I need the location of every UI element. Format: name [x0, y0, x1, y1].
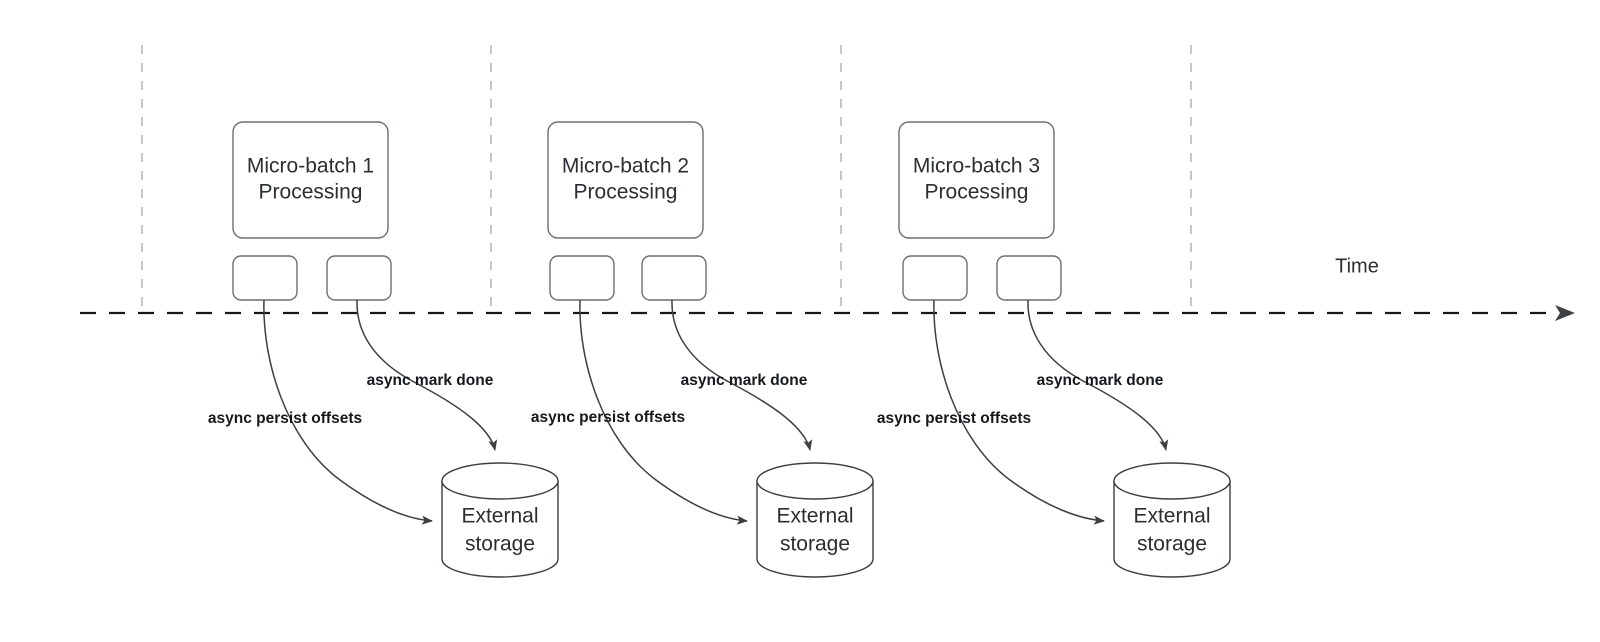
storage-label-line2: storage	[1137, 533, 1207, 556]
edge-async-persist-offsets	[579, 299, 748, 525]
task-box-mark-done[interactable]	[641, 255, 707, 301]
edge-async-persist-offsets	[263, 299, 433, 525]
storage-label-line2: storage	[465, 533, 535, 556]
micro-batch-label-line2: Processing	[925, 181, 1029, 204]
storage-cylinder-body[interactable]	[441, 480, 559, 578]
micro-batch-label-line2: Processing	[259, 181, 363, 204]
edge-async-mark-done-label: async mark done	[681, 372, 808, 389]
storage-cylinder-body[interactable]	[1113, 480, 1231, 578]
edge-async-persist-offsets-label: async persist offsets	[877, 410, 1031, 427]
storage-label-line1: External	[1133, 505, 1210, 528]
edge-async-mark-done	[356, 299, 498, 451]
storage-cylinder-top	[1113, 462, 1231, 500]
micro-batch-box[interactable]	[547, 121, 704, 239]
task-box-mark-done[interactable]	[326, 255, 392, 301]
micro-batch-label-line1: Micro-batch 2	[562, 155, 689, 178]
edge-async-persist-offsets-label: async persist offsets	[531, 409, 685, 426]
edge-async-mark-done	[671, 299, 813, 451]
edge-async-persist-offsets	[933, 299, 1105, 525]
edge-async-persist-offsets-label: async persist offsets	[208, 410, 362, 427]
edge-async-mark-done	[1027, 299, 1169, 451]
micro-batch-box[interactable]	[232, 121, 389, 239]
micro-batch-label-line1: Micro-batch 3	[913, 155, 1040, 178]
storage-label-line1: External	[461, 505, 538, 528]
arrow-right-icon	[1555, 305, 1575, 321]
task-box-persist[interactable]	[232, 255, 298, 301]
micro-batch-label-line1: Micro-batch 1	[247, 155, 374, 178]
storage-cylinder-top	[441, 462, 559, 500]
edge-async-mark-done-label: async mark done	[1037, 372, 1164, 389]
task-box-mark-done[interactable]	[996, 255, 1062, 301]
task-box-persist[interactable]	[549, 255, 615, 301]
storage-cylinder-body[interactable]	[756, 480, 874, 578]
micro-batch-label-line2: Processing	[574, 181, 678, 204]
edge-async-mark-done-label: async mark done	[367, 372, 494, 389]
storage-cylinder-top	[756, 462, 874, 500]
micro-batch-box[interactable]	[898, 121, 1055, 239]
divider-lines-group	[141, 45, 1192, 313]
task-box-persist[interactable]	[902, 255, 968, 301]
storage-label-line2: storage	[780, 533, 850, 556]
storage-label-line1: External	[776, 505, 853, 528]
timeline-group: Time	[80, 255, 1575, 321]
time-axis-label: Time	[1335, 255, 1379, 277]
